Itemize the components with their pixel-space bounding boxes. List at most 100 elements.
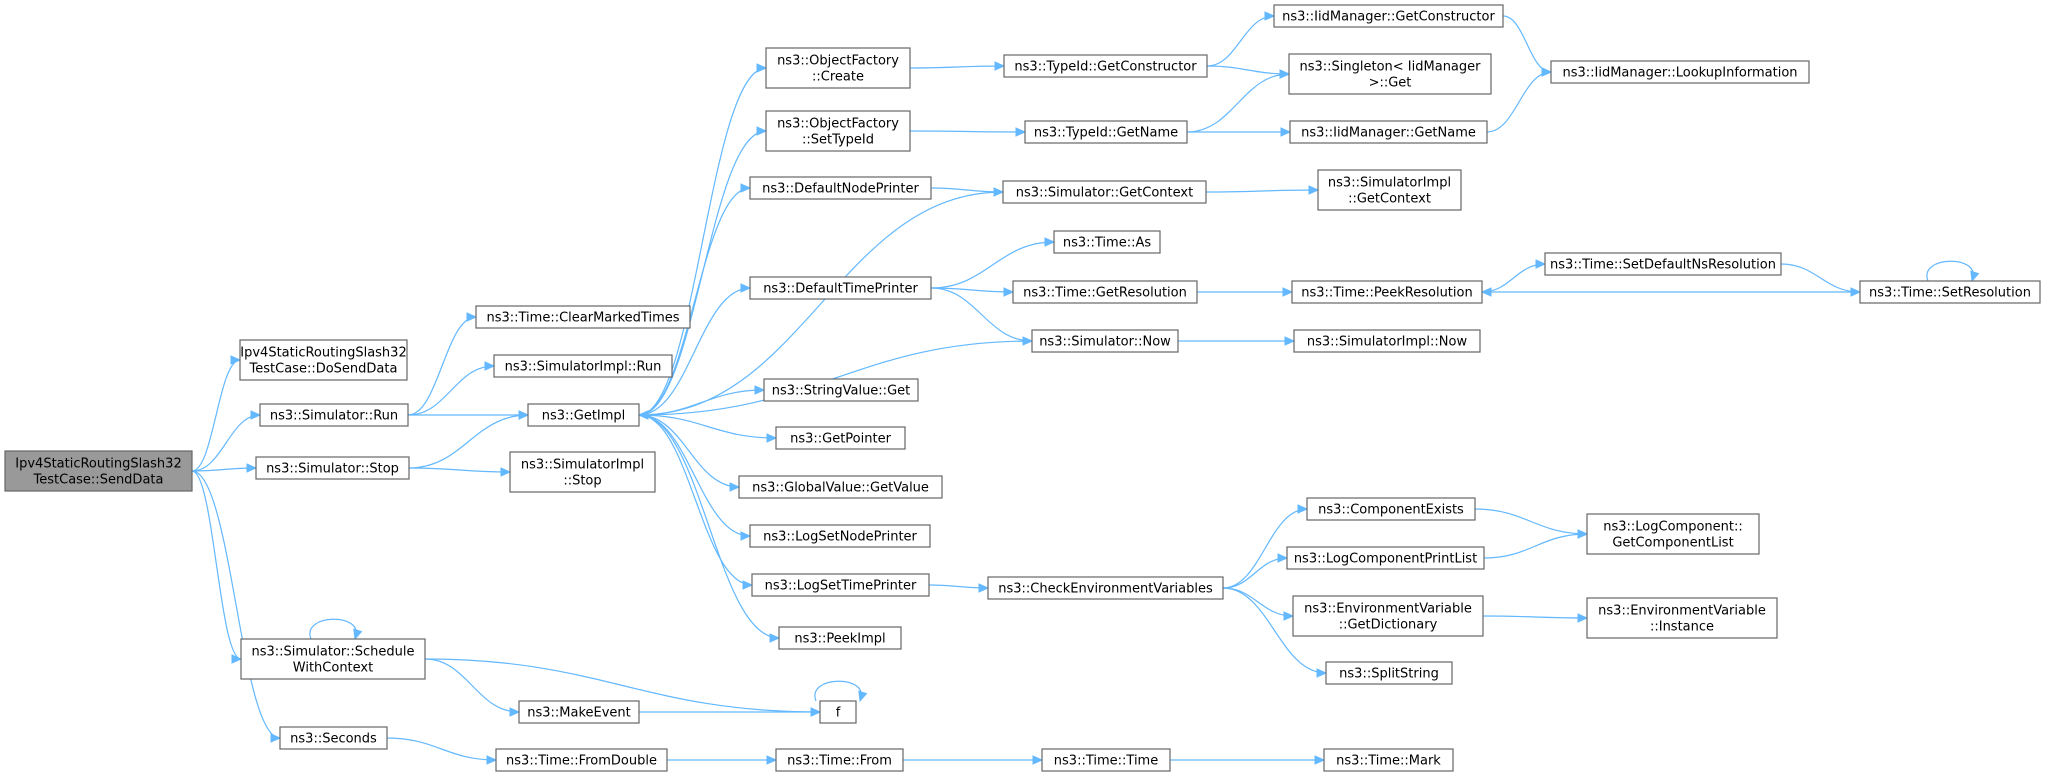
node-f[interactable]: f xyxy=(819,700,857,724)
node-implgetctx[interactable]: ns3::SimulatorImpl::GetContext xyxy=(1317,169,1462,211)
arrowhead-icon xyxy=(1541,67,1553,77)
node-makeevent[interactable]: ns3::MakeEvent xyxy=(518,700,640,724)
node-label: ns3::Time::PeekResolution xyxy=(1301,286,1472,301)
node-ofcreate[interactable]: ns3::ObjectFactory::Create xyxy=(765,47,911,89)
node-timetime[interactable]: ns3::Time::Time xyxy=(1041,748,1171,772)
node-label: ns3::MakeEvent xyxy=(527,706,631,721)
node-defnode[interactable]: ns3::DefaultNodePrinter xyxy=(749,176,932,200)
node-label: ns3::Simulator::Schedule xyxy=(251,645,414,660)
node-timegetres[interactable]: ns3::Time::GetResolution xyxy=(1012,280,1198,304)
arrowhead-icon xyxy=(1297,504,1309,514)
node-logsettime[interactable]: ns3::LogSetTimePrinter xyxy=(751,573,930,597)
arrowhead-icon xyxy=(353,628,363,641)
node-label: ns3::Time::FromDouble xyxy=(506,754,657,769)
node-deftime[interactable]: ns3::DefaultTimePrinter xyxy=(749,276,932,300)
node-label: ns3::ComponentExists xyxy=(1318,503,1464,518)
arrowhead-icon xyxy=(484,361,496,371)
node-box xyxy=(765,47,911,89)
arrowhead-icon xyxy=(756,126,768,136)
arrowhead-icon xyxy=(250,410,262,420)
node-implstop[interactable]: ns3::SimulatorImpl::Stop xyxy=(509,451,656,493)
node-iidlookup[interactable]: ns3::IidManager::LookupInformation xyxy=(1550,60,1810,84)
node-timeas[interactable]: ns3::Time::As xyxy=(1053,230,1161,254)
node-box xyxy=(819,700,857,724)
node-tidgetname[interactable]: ns3::TypeId::GetName xyxy=(1024,120,1188,144)
node-implnow[interactable]: ns3::SimulatorImpl::Now xyxy=(1293,329,1481,353)
node-singleton[interactable]: ns3::Singleton< IidManager>::Get xyxy=(1288,53,1492,95)
node-gvget[interactable]: ns3::GlobalValue::GetValue xyxy=(738,475,943,499)
node-envdict[interactable]: ns3::EnvironmentVariable::GetDictionary xyxy=(1292,595,1484,637)
node-box xyxy=(1003,54,1208,78)
node-root[interactable]: Ipv4StaticRoutingSlash32TestCase::SendDa… xyxy=(4,450,193,492)
node-getimpl[interactable]: ns3::GetImpl xyxy=(527,403,640,427)
arrowhead-icon xyxy=(500,467,512,477)
node-box xyxy=(259,403,409,427)
node-box xyxy=(1323,748,1454,772)
arrowhead-icon xyxy=(766,433,778,443)
node-box xyxy=(475,305,691,329)
node-label: ns3::DefaultTimePrinter xyxy=(763,282,918,297)
node-ofsettype[interactable]: ns3::ObjectFactory::SetTypeId xyxy=(765,110,911,152)
node-label: ns3::IidManager::GetConstructor xyxy=(1282,10,1495,25)
node-logsetnode[interactable]: ns3::LogSetNodePrinter xyxy=(749,524,931,548)
edge-stop-to-implstop xyxy=(408,467,512,477)
node-logcompprint[interactable]: ns3::LogComponentPrintList xyxy=(1286,546,1485,570)
arrowhead-icon xyxy=(1044,237,1056,247)
node-simnow[interactable]: ns3::Simulator::Now xyxy=(1031,329,1179,353)
arrowhead-icon xyxy=(766,755,778,765)
node-timemark[interactable]: ns3::Time::Mark xyxy=(1323,748,1454,772)
arrowhead-icon xyxy=(1279,69,1291,79)
node-strget[interactable]: ns3::StringValue::Get xyxy=(763,378,919,402)
node-iidgetctor[interactable]: ns3::IidManager::GetConstructor xyxy=(1273,4,1504,28)
node-label: ns3::LogComponent:: xyxy=(1603,520,1743,535)
node-clearmarked[interactable]: ns3::Time::ClearMarkedTimes xyxy=(475,305,691,329)
node-logcomplist[interactable]: ns3::LogComponent::GetComponentList xyxy=(1586,513,1760,555)
arrowhead-icon xyxy=(1280,127,1292,137)
edge-f-to-f xyxy=(814,680,868,703)
node-timefrom[interactable]: ns3::Time::From xyxy=(775,748,904,772)
node-seconds[interactable]: ns3::Seconds xyxy=(279,726,388,750)
edge-line xyxy=(1502,15,1552,73)
edge-root-to-seconds xyxy=(191,470,282,743)
node-setres[interactable]: ns3::Time::SetResolution xyxy=(1859,280,2041,304)
node-setdefns[interactable]: ns3::Time::SetDefaultNsResolution xyxy=(1544,252,1782,276)
arrowhead-icon xyxy=(637,410,649,420)
node-simgetctx[interactable]: ns3::Simulator::GetContext xyxy=(1002,180,1207,204)
node-label: ns3::IidManager::LookupInformation xyxy=(1562,66,1797,81)
node-label: ns3::Simulator::GetContext xyxy=(1016,186,1193,201)
node-stop[interactable]: ns3::Simulator::Stop xyxy=(255,456,410,480)
edge-makeevent-to-f xyxy=(639,707,822,717)
edge-line xyxy=(1780,263,1861,293)
edge-line xyxy=(1222,587,1327,674)
node-dosend[interactable]: Ipv4StaticRoutingSlash32TestCase::DoSend… xyxy=(239,339,408,381)
node-run[interactable]: ns3::Simulator::Run xyxy=(259,403,409,427)
edge-iidgetctor-to-iidlookup xyxy=(1502,15,1553,77)
node-fromdouble[interactable]: ns3::Time::FromDouble xyxy=(495,748,668,772)
edge-line xyxy=(638,414,740,488)
node-splitstring[interactable]: ns3::SplitString xyxy=(1325,661,1453,685)
node-tidgetctor[interactable]: ns3::TypeId::GetConstructor xyxy=(1003,54,1208,78)
node-box xyxy=(1325,661,1453,685)
node-envinst[interactable]: ns3::EnvironmentVariable::Instance xyxy=(1586,597,1778,639)
arrowhead-icon xyxy=(246,463,258,473)
node-getptr[interactable]: ns3::GetPointer xyxy=(775,426,906,450)
arrowhead-icon xyxy=(769,633,781,643)
node-iidgetname[interactable]: ns3::IidManager::GetName xyxy=(1289,120,1488,144)
arrowhead-icon xyxy=(729,482,741,492)
edge-checkenv-to-compexists xyxy=(1222,504,1309,589)
node-implrun[interactable]: ns3::SimulatorImpl::Run xyxy=(493,354,673,378)
arrowhead-icon xyxy=(1970,270,1980,283)
node-peekres[interactable]: ns3::Time::PeekResolution xyxy=(1291,280,1483,304)
node-checkenv[interactable]: ns3::CheckEnvironmentVariables xyxy=(987,576,1224,600)
node-box xyxy=(255,456,410,480)
node-box xyxy=(1586,597,1778,639)
node-peekimpl[interactable]: ns3::PeekImpl xyxy=(778,626,902,650)
arrowhead-icon xyxy=(1535,259,1547,269)
edge-line xyxy=(1486,71,1552,133)
node-compexists[interactable]: ns3::ComponentExists xyxy=(1306,497,1476,521)
edge-getimpl-to-gvget xyxy=(638,414,741,492)
edge-checkenv-to-logcompprint xyxy=(1222,553,1289,589)
edge-ofcreate-to-tidgetctor xyxy=(909,61,1006,71)
node-box xyxy=(1288,53,1492,95)
